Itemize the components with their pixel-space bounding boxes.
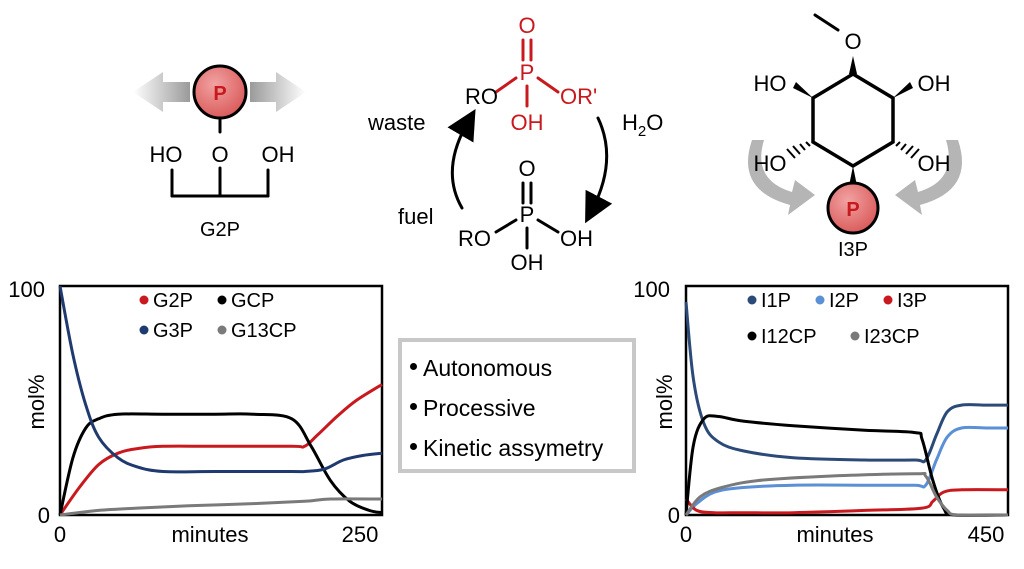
feature-item: Processive — [410, 388, 632, 428]
chart1-legend: G2P GCP G3P G13CP — [139, 290, 297, 342]
diester-oh: OH — [511, 110, 544, 135]
series-line-g3p — [58, 285, 383, 474]
i3p-o-top: O — [844, 29, 861, 54]
chart2-frame — [684, 284, 1010, 517]
monoester-oh-right: OH — [560, 226, 593, 251]
g2p-p-label: P — [213, 83, 226, 105]
chart2-legend: I1P I2P I3P I12CP I23CP — [747, 290, 927, 348]
series-line-i3p — [684, 488, 1009, 515]
monoester-ro: RO — [458, 226, 491, 251]
legend-marker-i1p — [747, 295, 757, 305]
series-line-g13cp — [59, 497, 383, 517]
feature-item: Kinetic assymetry — [410, 428, 632, 468]
bullet-icon — [410, 443, 417, 451]
g2p-oh-label: OH — [262, 142, 295, 167]
diester-o-double: O — [518, 13, 535, 38]
glycerol-kinetics-chart: 100 0 0 250 minutes mol% G2P GCP G3P G13… — [8, 277, 384, 547]
diester-or: OR' — [560, 84, 597, 109]
chart2-y-label: mol% — [652, 374, 677, 429]
feature-label: Kinetic assymetry — [423, 435, 604, 461]
chart1-y-tick-min: 0 — [38, 503, 50, 528]
g2p-ho-label: HO — [150, 142, 183, 167]
series-line-i1p — [684, 301, 1008, 464]
inositol-kinetics-chart: 100 0 0 450 minutes mol% I1P I2P I3P I12… — [633, 277, 1010, 547]
shuttle-right-arrow-icon — [250, 72, 306, 112]
i3p-p-label: P — [846, 199, 859, 221]
bullet-icon — [410, 403, 417, 411]
series-line-i2p — [684, 425, 1008, 517]
legend-marker-g2p — [139, 295, 149, 305]
legend-label-i23cp: I23CP — [864, 326, 920, 348]
feature-label: Autonomous — [423, 355, 553, 381]
legend-label-i1p: I1P — [761, 290, 791, 312]
water-label: H2O — [622, 110, 663, 140]
legend-label-g3p: G3P — [153, 320, 193, 342]
bullet-icon — [410, 363, 417, 371]
shuttle-right-curve-icon — [895, 140, 963, 215]
monoester-p: P — [520, 202, 535, 227]
i3p-oh-top-right: OH — [918, 71, 951, 96]
legend-marker-g13cp — [217, 325, 227, 335]
chart1-y-label: mol% — [24, 374, 49, 429]
legend-marker-i23cp — [850, 331, 860, 341]
chart2-x-tick-min: 0 — [680, 522, 692, 547]
feature-label: Processive — [423, 395, 536, 421]
reaction-cycle: O P RO OR' OH O P RO OH OH waste fuel H2… — [367, 13, 663, 275]
legend-marker-gcp — [217, 295, 227, 305]
waste-label: waste — [367, 110, 425, 135]
series-line-i23cp — [684, 472, 1009, 517]
legend-marker-i12cp — [747, 331, 757, 341]
chart2-y-tick-max: 100 — [633, 277, 670, 302]
chart2-x-label: minutes — [796, 522, 873, 547]
legend-label-i3p: I3P — [897, 290, 927, 312]
legend-label-gcp: GCP — [231, 290, 274, 312]
legend-marker-i2p — [815, 295, 825, 305]
g2p-o-label: O — [211, 142, 228, 167]
monoester-o-double: O — [518, 156, 535, 181]
i3p-ho-bottom-left: HO — [754, 151, 787, 176]
i3p-oh-bottom-right: OH — [918, 151, 951, 176]
legend-marker-i3p — [883, 295, 893, 305]
chart1-x-tick-max: 250 — [342, 522, 379, 547]
monoester-oh-bottom: OH — [511, 250, 544, 275]
diester-ro: RO — [465, 84, 498, 109]
phosphate-circle-icon — [826, 181, 880, 235]
shuttle-left-curve-icon — [747, 140, 815, 215]
legend-label-i12cp: I12CP — [761, 326, 817, 348]
diester-p: P — [520, 60, 535, 85]
legend-marker-g3p — [139, 325, 149, 335]
legend-label-i2p: I2P — [829, 290, 859, 312]
series-line-i12cp — [684, 414, 1009, 517]
g2p-molecule: P O HO OH G2P — [133, 64, 306, 241]
series-line-g2p — [58, 383, 383, 516]
fuel-label: fuel — [398, 204, 433, 229]
i3p-name: I3P — [838, 239, 868, 261]
i3p-ho-top-left: HO — [754, 71, 787, 96]
chart1-x-label: minutes — [171, 522, 248, 547]
hydrolysis-arrow-icon — [585, 116, 613, 224]
feature-item: Autonomous — [410, 348, 632, 388]
chart1-frame — [58, 284, 384, 517]
legend-label-g2p: G2P — [153, 290, 193, 312]
chart1-y-tick-max: 100 — [8, 277, 45, 302]
shuttle-left-arrow-icon — [133, 72, 190, 112]
g2p-name: G2P — [200, 219, 240, 241]
i3p-molecule: O HO OH HO OH P I3P — [747, 13, 963, 261]
activation-arrow-icon — [447, 109, 476, 210]
features-box: Autonomous Processive Kinetic assymetry — [398, 338, 636, 473]
chart1-x-tick-min: 0 — [54, 522, 66, 547]
legend-label-g13cp: G13CP — [231, 320, 297, 342]
chart2-x-tick-max: 450 — [968, 522, 1005, 547]
chart2-y-tick-min: 0 — [668, 503, 680, 528]
